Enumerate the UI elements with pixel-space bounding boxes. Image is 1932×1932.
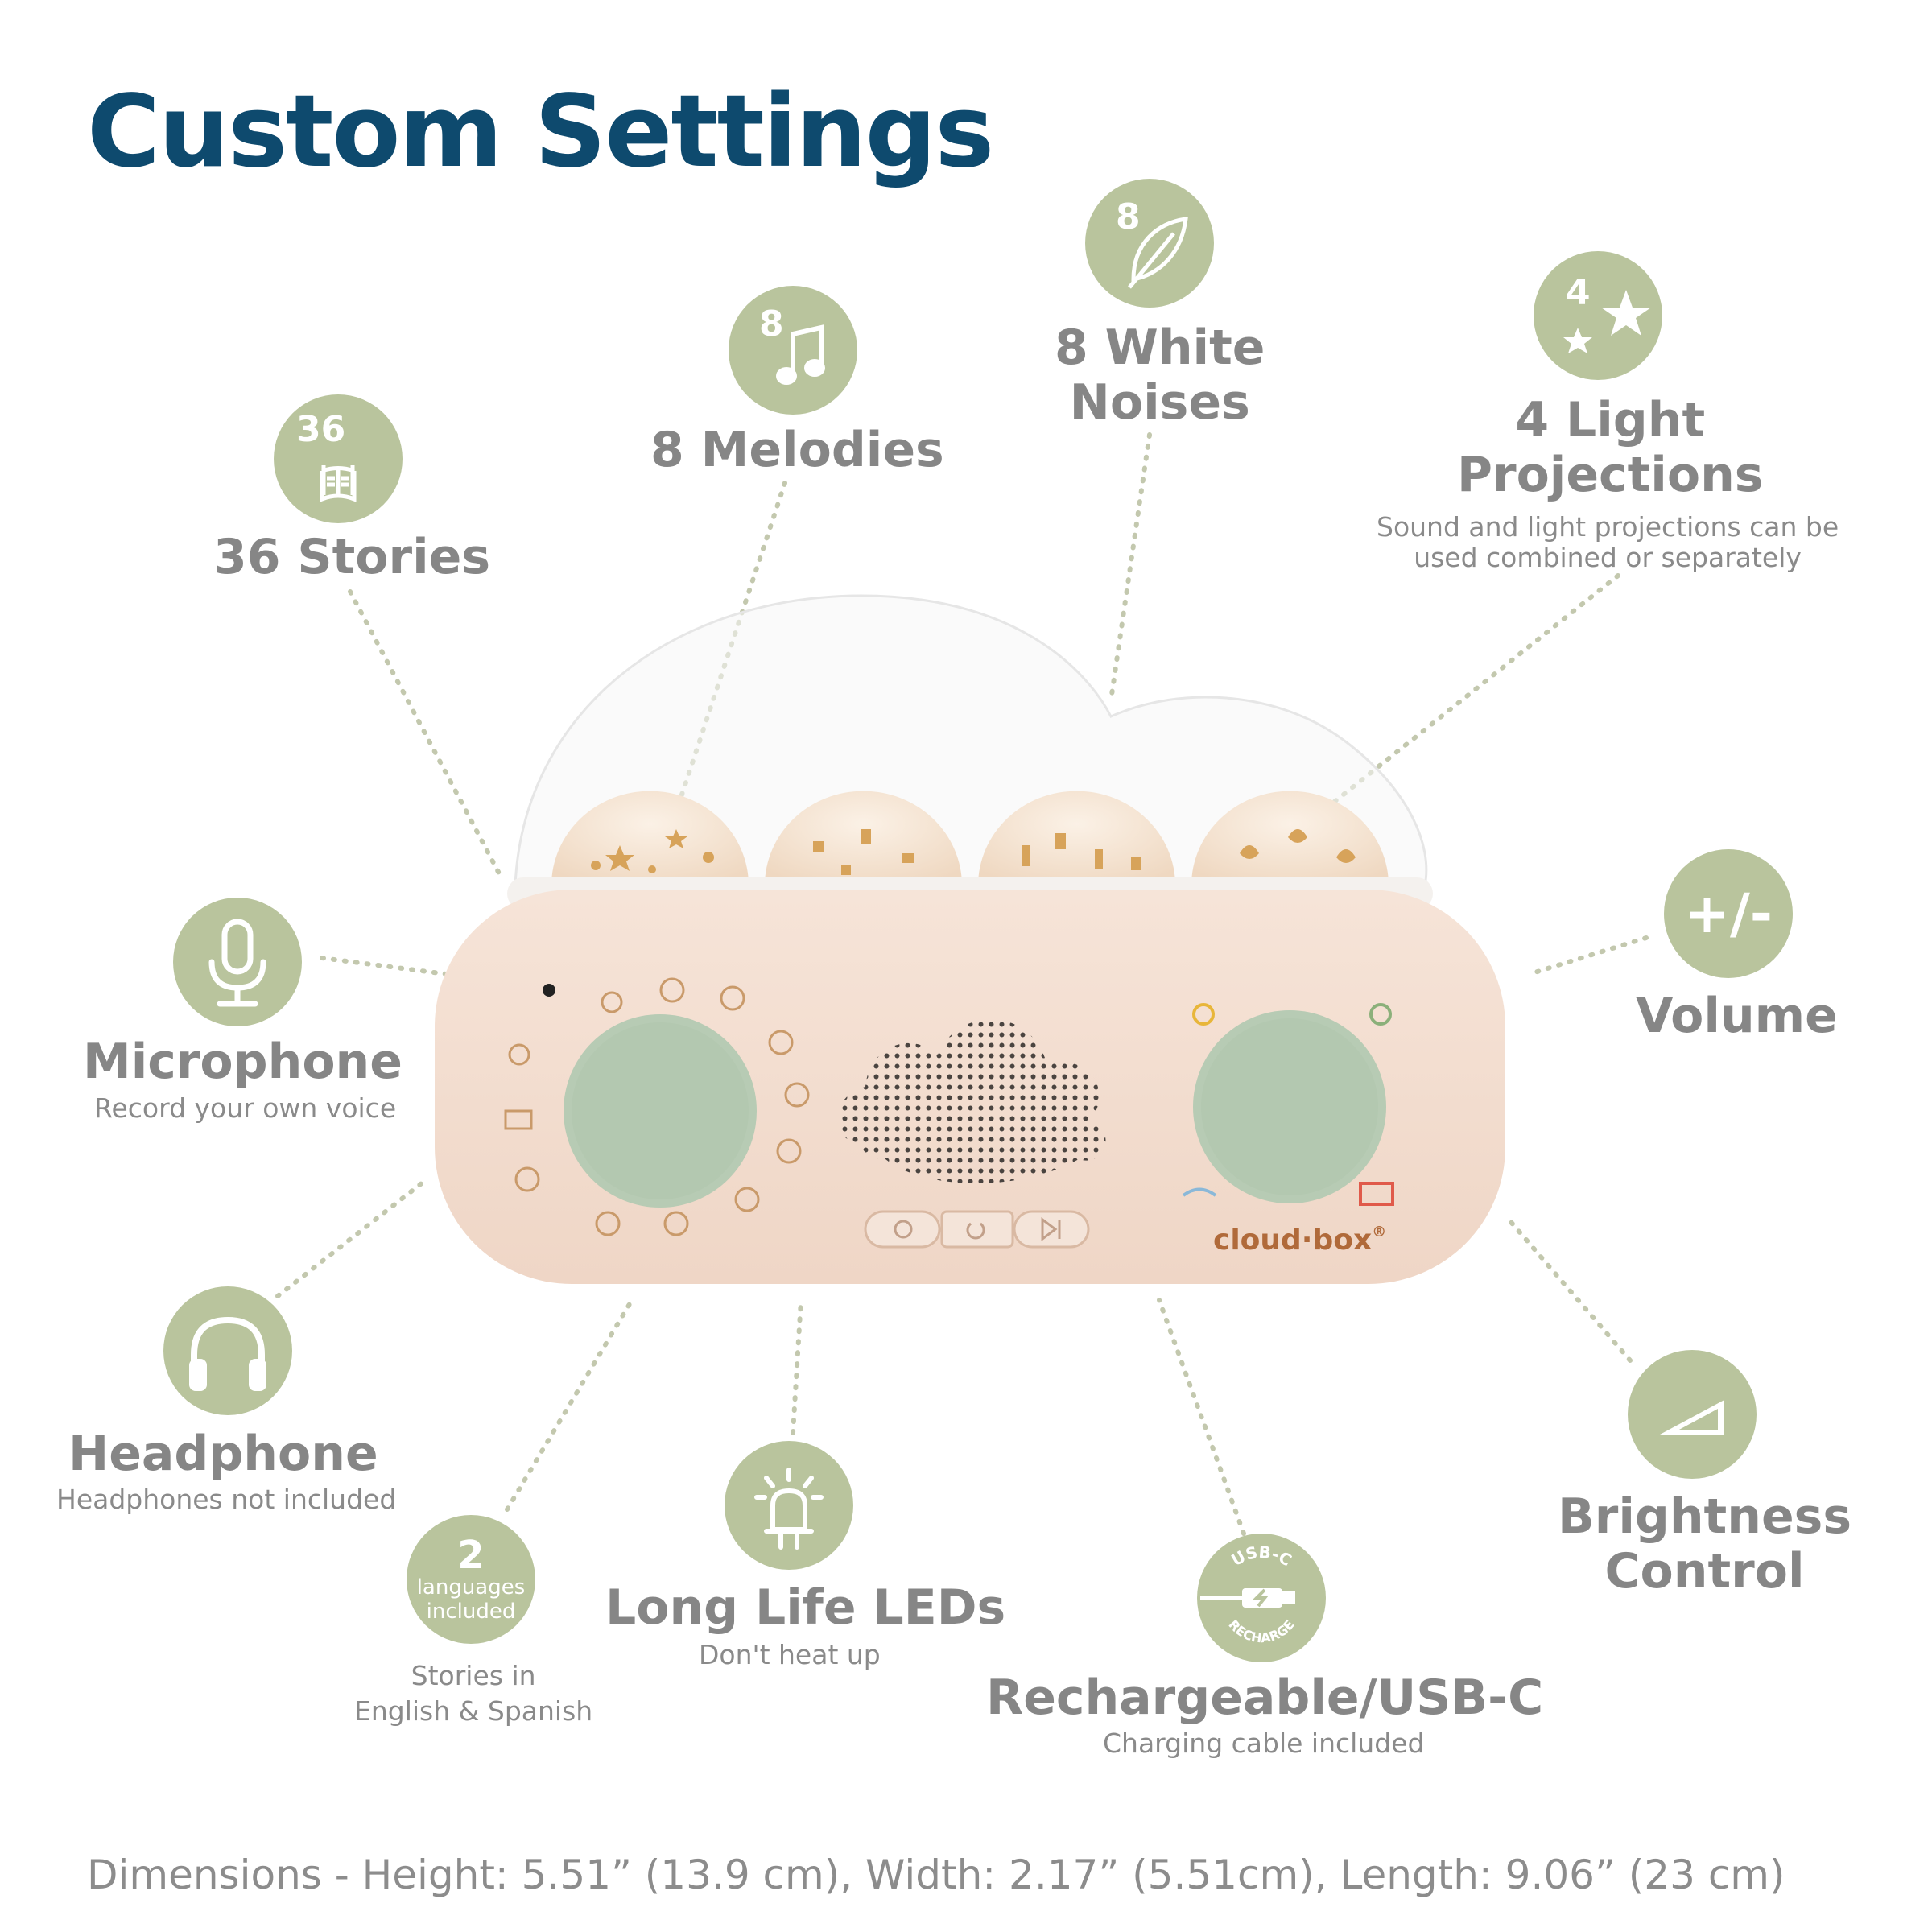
stories-label: 36 Stories xyxy=(213,529,491,585)
brand-logo: cloud·box® xyxy=(1213,1224,1387,1257)
speaker-grille xyxy=(837,1019,1106,1183)
stories-badge: 36 xyxy=(274,394,402,523)
volume-label: Volume xyxy=(1636,988,1838,1044)
white-noises-badge: 8 xyxy=(1085,179,1214,308)
clear-cloud-cover xyxy=(514,594,1428,887)
light-projections-note: Sound and light projections can be used … xyxy=(1377,511,1839,573)
book-icon xyxy=(320,465,357,502)
microphone-label: Microphone xyxy=(83,1034,402,1090)
control-buttons xyxy=(864,1210,1090,1249)
leaf-icon xyxy=(1128,217,1188,289)
leds-note: Don't heat up xyxy=(699,1639,881,1670)
usb-plug-icon: USB-C RECHARGE xyxy=(1200,1542,1298,1645)
microphone-hole xyxy=(543,984,555,997)
light-projections-label: 4 Light Projections xyxy=(1457,392,1764,503)
leds-badge xyxy=(724,1441,853,1570)
brightness-badge xyxy=(1628,1350,1757,1479)
projection-domes xyxy=(551,791,1389,886)
svg-text:USB-C: USB-C xyxy=(1228,1542,1295,1571)
volume-badge: +/- xyxy=(1664,849,1793,978)
page-title: Custom Settings xyxy=(87,74,994,190)
usb-c-badge: USB-C RECHARGE xyxy=(1197,1534,1326,1662)
mode-icon-ring xyxy=(504,977,810,1236)
white-noises-label: 8 White Noises xyxy=(1055,320,1265,431)
headphone-label: Headphone xyxy=(68,1426,378,1482)
headphone-icon xyxy=(189,1316,266,1391)
languages-note: Stories in English & Spanish xyxy=(354,1660,593,1727)
microphone-icon xyxy=(208,919,266,1007)
headphone-badge xyxy=(163,1286,292,1415)
music-note-icon xyxy=(776,324,825,385)
led-bulb-icon xyxy=(754,1468,824,1550)
microphone-note: Record your own voice xyxy=(94,1092,397,1124)
brightness-wedge-icon xyxy=(1660,1400,1724,1435)
headphone-note: Headphones not included xyxy=(56,1484,397,1515)
light-projections-badge: 4 xyxy=(1534,251,1662,380)
microphone-badge xyxy=(173,898,302,1026)
languages-badge: 2 languages included xyxy=(407,1515,535,1644)
dimensions-text: Dimensions - Height: 5.51” (13.9 cm), Wi… xyxy=(87,1852,1785,1898)
melodies-badge: 8 xyxy=(729,286,857,415)
stars-icon xyxy=(1563,290,1651,353)
svg-text:RECHARGE: RECHARGE xyxy=(1225,1616,1297,1645)
brightness-label: Brightness Control xyxy=(1558,1488,1852,1600)
recharge-note: Charging cable included xyxy=(1103,1728,1425,1759)
leds-label: Long Life LEDs xyxy=(605,1579,1006,1636)
cloudbox-device xyxy=(435,594,1505,1284)
recharge-label: Rechargeable/USB-C xyxy=(986,1670,1544,1726)
melodies-label: 8 Melodies xyxy=(650,422,944,478)
